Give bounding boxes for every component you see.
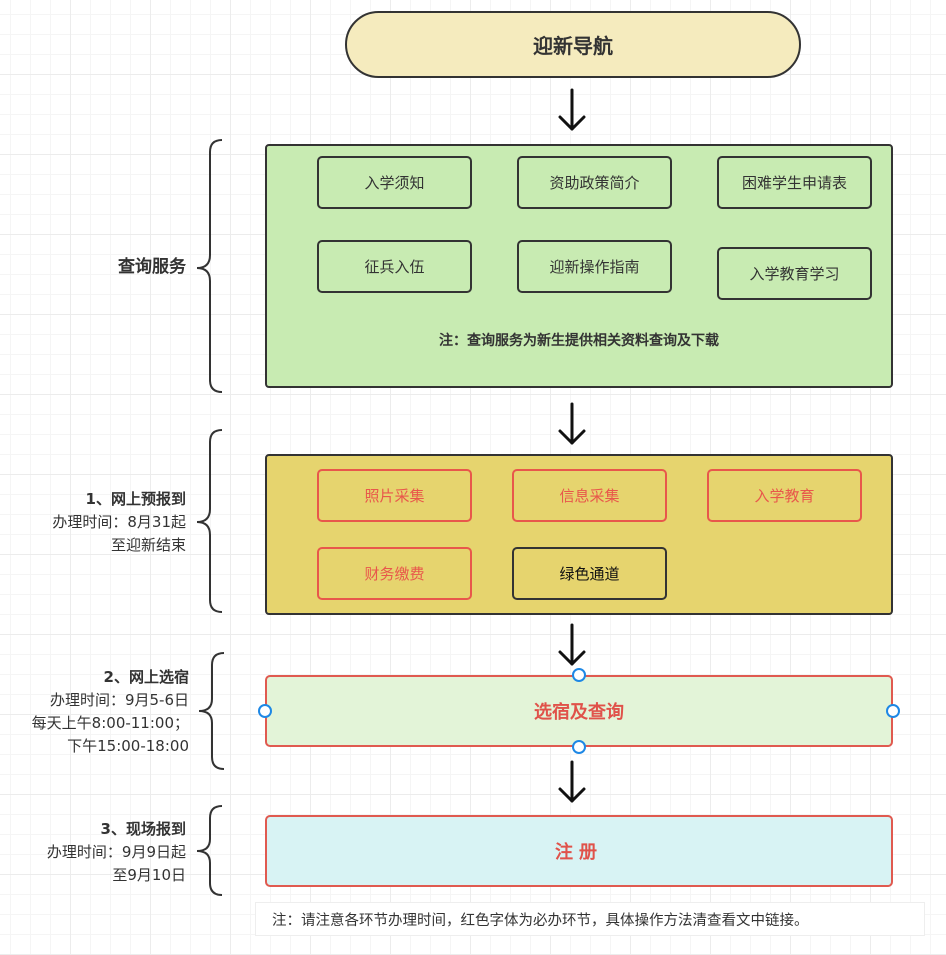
online-dorm-time: 办理时间：9月5-6日: [49, 691, 189, 709]
onsite-registration-time: 办理时间：9月9日起: [46, 843, 186, 861]
prereg-item-photo-collection[interactable]: 照片采集: [317, 469, 472, 522]
connection-handle-right[interactable]: [886, 704, 900, 718]
query-service-heading: 查询服务: [118, 257, 186, 277]
onsite-registration-label: 3、现场报到 办理时间：9月9日起 至9月10日: [0, 818, 186, 887]
online-dorm-label: 2、网上选宿 办理时间：9月5-6日 每天上午8:00-11:00； 下午15:…: [0, 666, 189, 758]
onsite-registration-heading: 3、现场报到: [100, 820, 186, 838]
diagram-title: 迎新导航: [345, 11, 801, 78]
prereg-item-fee-payment[interactable]: 财务缴费: [317, 547, 472, 600]
onsite-registration-time-end: 至9月10日: [112, 866, 186, 884]
online-preregistration-heading: 1、网上预报到: [85, 490, 186, 508]
brace-online-dorm: [198, 652, 225, 770]
dorm-selection-box[interactable]: 选宿及查询: [265, 675, 893, 747]
registration-box[interactable]: 注册: [265, 815, 893, 887]
arrow-down-icon: [558, 760, 586, 803]
connection-handle-bottom[interactable]: [572, 740, 586, 754]
query-item-entrance-education[interactable]: 入学教育学习: [717, 247, 872, 300]
arrow-down-icon: [558, 623, 586, 666]
arrow-down-icon: [558, 88, 586, 131]
query-item-admission-notice[interactable]: 入学须知: [317, 156, 472, 209]
query-item-hardship-application[interactable]: 困难学生申请表: [717, 156, 872, 209]
query-item-military-enlistment[interactable]: 征兵入伍: [317, 240, 472, 293]
query-service-panel: [265, 144, 893, 388]
brace-query-service: [196, 139, 223, 393]
connection-handle-left[interactable]: [258, 704, 272, 718]
prereg-item-info-collection[interactable]: 信息采集: [512, 469, 667, 522]
online-preregistration-panel: [265, 454, 893, 615]
prereg-item-green-channel[interactable]: 绿色通道: [512, 547, 667, 600]
online-preregistration-time-end: 至迎新结束: [110, 536, 186, 554]
online-preregistration-time: 办理时间：8月31起: [52, 513, 186, 531]
query-service-label: 查询服务: [60, 256, 186, 279]
query-item-welcome-guide[interactable]: 迎新操作指南: [517, 240, 672, 293]
bottom-note: 注：请注意各环节办理时间，红色字体为必办环节，具体操作方法清查看文中链接。: [255, 902, 925, 936]
prereg-item-entrance-education[interactable]: 入学教育: [707, 469, 862, 522]
query-service-note: 注：查询服务为新生提供相关资料查询及下载: [439, 333, 719, 349]
online-dorm-morning-hours: 每天上午8:00-11:00；: [31, 714, 189, 732]
online-preregistration-label: 1、网上预报到 办理时间：8月31起 至迎新结束: [0, 488, 186, 557]
connection-handle-top[interactable]: [572, 668, 586, 682]
arrow-down-icon: [558, 402, 586, 445]
online-dorm-heading: 2、网上选宿: [103, 668, 189, 686]
brace-online-preregistration: [196, 429, 223, 613]
query-item-financial-aid-policy[interactable]: 资助政策简介: [517, 156, 672, 209]
brace-onsite-registration: [196, 805, 223, 896]
online-dorm-afternoon-hours: 下午15:00-18:00: [67, 737, 189, 755]
